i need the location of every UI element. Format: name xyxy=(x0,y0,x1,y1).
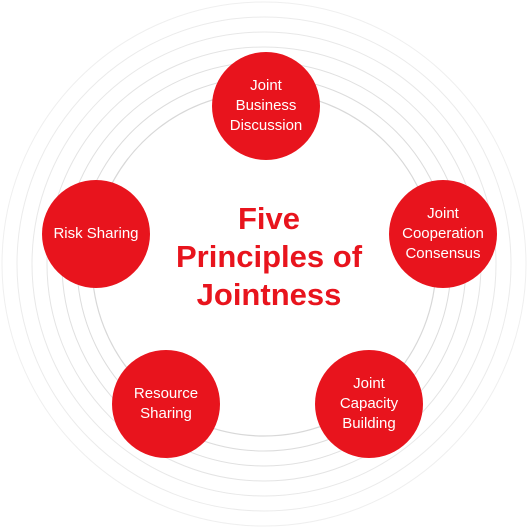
principle-joint-business-discussion: Joint Business Discussion xyxy=(212,52,320,160)
ring-3 xyxy=(31,31,497,497)
principle-label: Resource Sharing xyxy=(133,385,199,422)
ring-2 xyxy=(16,16,512,512)
principle-label: Joint Capacity Building xyxy=(339,375,399,432)
principle-label: Joint Business Discussion xyxy=(229,77,303,134)
principle-label: Joint Cooperation Consensus xyxy=(402,205,484,262)
center-title: Five Principles of Jointness xyxy=(175,201,363,312)
principle-resource-sharing: Resource Sharing xyxy=(112,350,220,458)
principle-joint-cooperation-consensus: Joint Cooperation Consensus xyxy=(389,180,497,288)
principle-joint-capacity-building: Joint Capacity Building xyxy=(315,350,423,458)
principle-risk-sharing: Risk Sharing xyxy=(42,180,150,288)
principle-label: Risk Sharing xyxy=(53,225,139,242)
